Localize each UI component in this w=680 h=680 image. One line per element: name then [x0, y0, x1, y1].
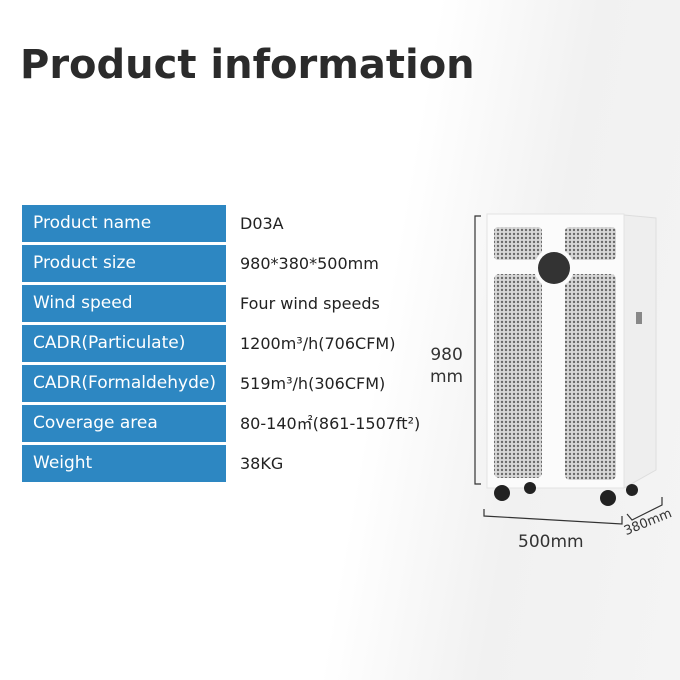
- spec-row: Product name D03A: [22, 205, 482, 242]
- depth-dimension-line: [626, 497, 663, 521]
- wheel-icon: [524, 482, 536, 494]
- spec-label: CADR(Formaldehyde): [22, 365, 226, 402]
- spec-row: CADR(Formaldehyde) 519m³/h(306CFM): [22, 365, 482, 402]
- spec-row: Weight 38KG: [22, 445, 482, 482]
- width-dimension: 500mm: [518, 532, 584, 552]
- display-icon: [538, 252, 570, 284]
- width-dimension-line: [483, 509, 623, 525]
- spec-value: 519m³/h(306CFM): [240, 374, 386, 393]
- wheel-icon: [600, 490, 616, 506]
- spec-label: Product size: [22, 245, 226, 282]
- spec-value: 980*380*500mm: [240, 254, 379, 273]
- spec-label: Weight: [22, 445, 226, 482]
- spec-label: Coverage area: [22, 405, 226, 442]
- height-unit: mm: [430, 367, 464, 387]
- spec-value: 80-140㎡(861-1507ft²): [240, 414, 421, 433]
- spec-value: 38KG: [240, 454, 284, 473]
- wheel-icon: [626, 484, 638, 496]
- spec-label: Wind speed: [22, 285, 226, 322]
- spec-row: CADR(Particulate) 1200m³/h(706CFM): [22, 325, 482, 362]
- spec-value: 1200m³/h(706CFM): [240, 334, 396, 353]
- control-panel-icon: [636, 312, 642, 324]
- spec-value: D03A: [240, 214, 284, 233]
- wheel-icon: [494, 485, 510, 501]
- spec-row: Wind speed Four wind speeds: [22, 285, 482, 322]
- page-title: Product information: [20, 42, 475, 88]
- spec-label: Product name: [22, 205, 226, 242]
- spec-row: Coverage area 80-140㎡(861-1507ft²): [22, 405, 482, 442]
- spec-label: CADR(Particulate): [22, 325, 226, 362]
- height-value: 980: [430, 345, 463, 365]
- spec-value: Four wind speeds: [240, 294, 380, 313]
- height-dimension-line: [474, 215, 481, 485]
- spec-row: Product size 980*380*500mm: [22, 245, 482, 282]
